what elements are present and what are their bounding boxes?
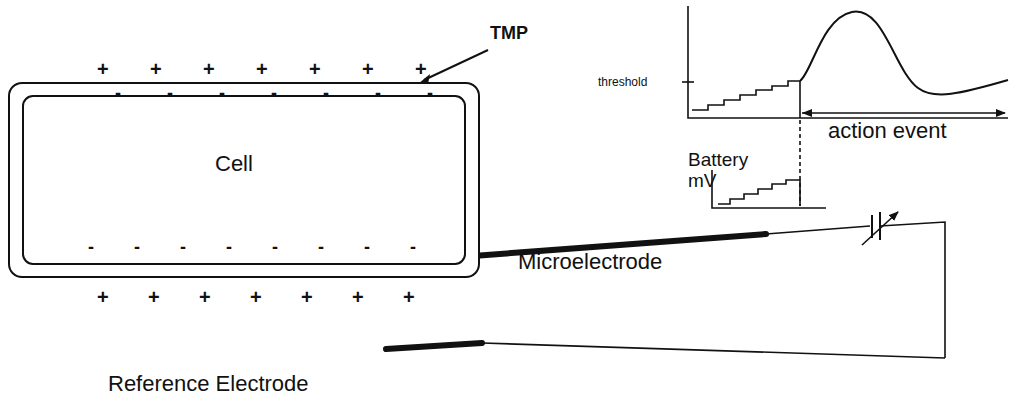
positive-charge: + — [403, 286, 415, 308]
negative-charge: - — [167, 84, 173, 104]
positive-charge: + — [150, 58, 162, 80]
threshold-label: threshold — [598, 76, 647, 89]
positive-charge: + — [362, 58, 374, 80]
negative-charge: - — [88, 238, 94, 258]
negative-charge: - — [219, 84, 225, 104]
threshold-tick — [682, 81, 694, 83]
negative-charge: - — [134, 238, 140, 258]
leader-line — [424, 50, 488, 80]
reference-electrode — [386, 343, 482, 349]
variable-arrow — [862, 212, 898, 245]
positive-charge: + — [415, 58, 427, 80]
positive-charge: + — [97, 286, 109, 308]
negative-charge: - — [180, 238, 186, 258]
wire — [766, 226, 870, 234]
negative-charge: - — [115, 84, 121, 104]
negative-charge: - — [410, 238, 416, 258]
positive-charge: + — [309, 58, 321, 80]
microelectrode-label: Microelectrode — [518, 250, 662, 274]
negative-charge: - — [364, 238, 370, 258]
battery-label: Battery mV — [688, 150, 768, 192]
action-event-arrowtail — [802, 109, 812, 117]
action-potential-curve — [800, 12, 1008, 95]
step-edge — [799, 81, 801, 118]
negative-charge: - — [226, 238, 232, 258]
positive-charge: + — [352, 286, 364, 308]
battery-staircase — [718, 180, 800, 206]
positive-charge: + — [301, 286, 313, 308]
negative-charge: - — [375, 84, 381, 104]
battery-axes — [712, 170, 826, 208]
negative-charge: - — [272, 238, 278, 258]
cell-label: Cell — [215, 152, 253, 176]
positive-charge: + — [199, 286, 211, 308]
positive-charge: + — [148, 286, 160, 308]
wire — [482, 343, 945, 358]
action-event-arrow — [802, 112, 1005, 114]
positive-charge: + — [203, 58, 215, 80]
positive-charge: + — [250, 286, 262, 308]
positive-charge: + — [97, 58, 109, 80]
tmp-staircase — [692, 81, 800, 110]
cell-membrane: Cell — [8, 82, 480, 278]
negative-charge: - — [427, 84, 433, 104]
wire — [880, 222, 945, 358]
positive-charge: + — [256, 58, 268, 80]
reference-electrode-label: Reference Electrode — [108, 372, 309, 396]
tmp-label: TMP — [490, 24, 528, 44]
negative-charge: - — [323, 84, 329, 104]
action-event-label: action event — [828, 119, 947, 143]
negative-charge: - — [318, 238, 324, 258]
tmp-axes — [688, 6, 1008, 118]
negative-charge: - — [271, 84, 277, 104]
